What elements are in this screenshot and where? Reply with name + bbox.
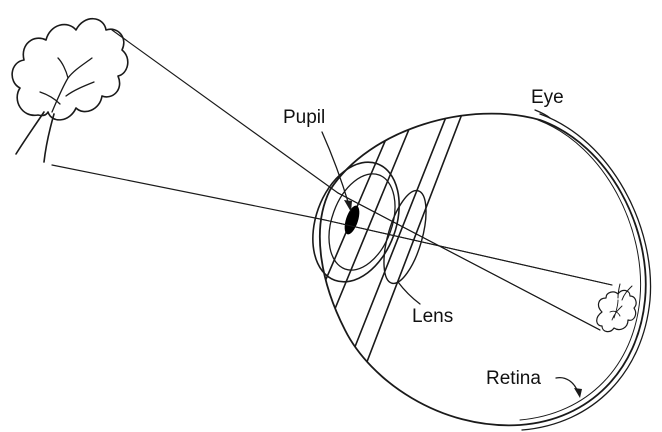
ray-bottom-through: [325, 220, 612, 285]
lens: [375, 186, 434, 288]
ray-top-through: [338, 193, 600, 330]
ray-bottom: [52, 165, 325, 220]
inverted-tree-icon: [597, 284, 636, 332]
pupil-arrowhead: [344, 200, 352, 212]
tree-icon: [12, 19, 128, 162]
tree-branches: [40, 58, 94, 112]
retina-arrowhead: [574, 388, 582, 398]
tree-trunk: [16, 112, 54, 162]
retina-pointer: [556, 378, 578, 392]
eyeball-outline: [320, 114, 646, 426]
pupil: [342, 204, 363, 236]
label-pupil: Pupil: [283, 107, 325, 128]
light-rays: [52, 30, 612, 330]
pupil-pointer: [322, 132, 349, 205]
eye-pointer: [535, 110, 550, 118]
image-branches: [610, 300, 622, 320]
tree-crown: [12, 19, 128, 120]
label-lens: Lens: [412, 306, 453, 327]
label-retina: Retina: [486, 368, 541, 389]
eyeball: [297, 112, 650, 430]
lens-pointer: [398, 282, 420, 304]
label-eye: Eye: [531, 87, 564, 108]
retina-layer: [522, 114, 651, 430]
